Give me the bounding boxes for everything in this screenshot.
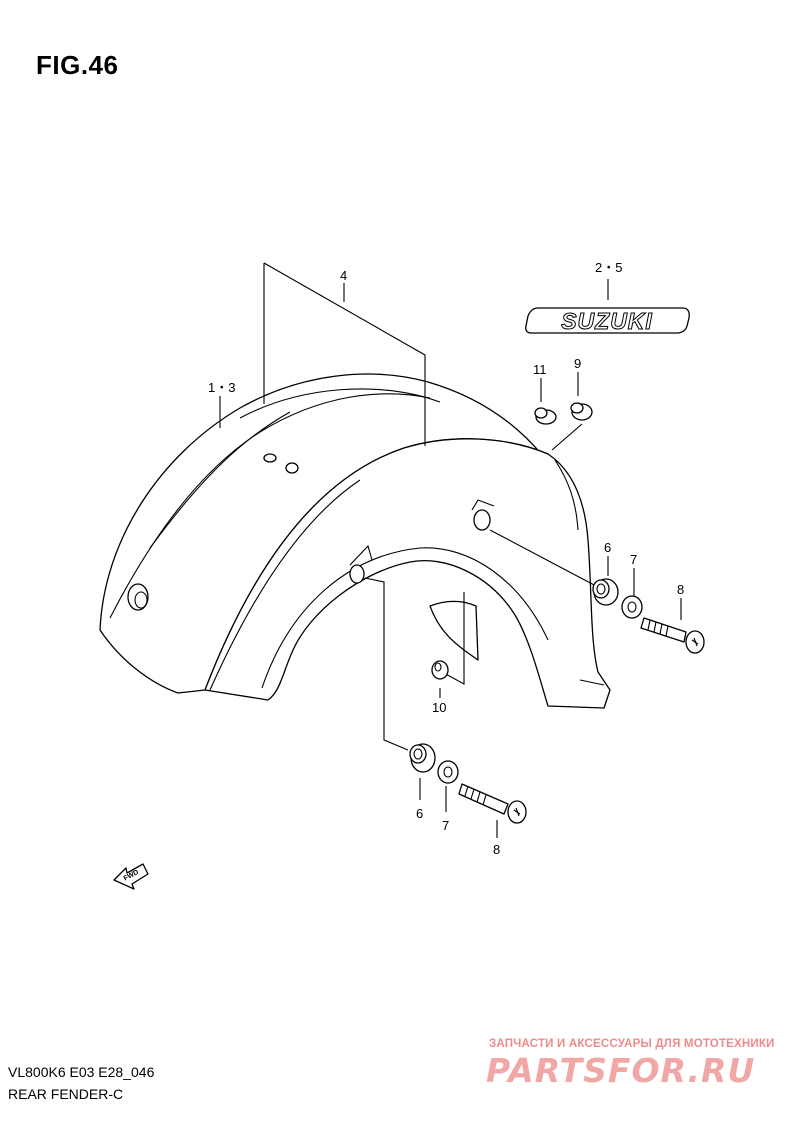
leader-lines: [219, 262, 682, 838]
diagram-name: REAR FENDER-C: [8, 1086, 124, 1102]
callout-2-5: 2・5: [595, 260, 622, 275]
callout-6-lower: 6: [416, 806, 423, 821]
callout-7-upper: 7: [630, 552, 637, 567]
cushion-part-11: [534, 407, 557, 425]
callout-1-3: 1・3: [208, 380, 235, 395]
rear-fender: [99, 373, 611, 709]
callout-4: 4: [340, 268, 347, 283]
figure-title: FIG.46: [36, 50, 119, 80]
callout-7-lower: 7: [442, 818, 449, 833]
washer-part-7-upper: [621, 595, 643, 619]
cushion-part-9: [570, 402, 593, 421]
bolt-part-8-upper: [640, 617, 705, 654]
watermark-logo: PARTSFOR.RU: [486, 1051, 756, 1090]
emblem-text: SUZUKI: [561, 308, 653, 334]
cushion-part-6-lower: [409, 743, 436, 773]
forward-direction-arrow: FWD: [113, 863, 149, 890]
diagram-code: VL800K6 E03 E28_046: [8, 1064, 155, 1080]
callout-labels: 1・3 4 2・5 11 9 6 7 8 10 6 7 8: [208, 260, 684, 857]
watermark-tagline: ЗАПЧАСТИ И АКСЕССУАРЫ ДЛЯ МОТОТЕХНИКИ: [489, 1038, 775, 1050]
callout-10: 10: [432, 700, 446, 715]
callout-11: 11: [533, 362, 547, 377]
suzuki-emblem: SUZUKI: [525, 307, 690, 335]
callout-8-upper: 8: [677, 582, 684, 597]
callout-8-lower: 8: [493, 842, 500, 857]
cushion-part-10: [431, 660, 449, 680]
cushion-part-6-upper: [592, 578, 619, 606]
bolt-part-8-lower: [458, 783, 527, 824]
washer-part-7-lower: [437, 760, 459, 784]
callout-6-upper: 6: [604, 540, 611, 555]
callout-9: 9: [574, 356, 581, 371]
